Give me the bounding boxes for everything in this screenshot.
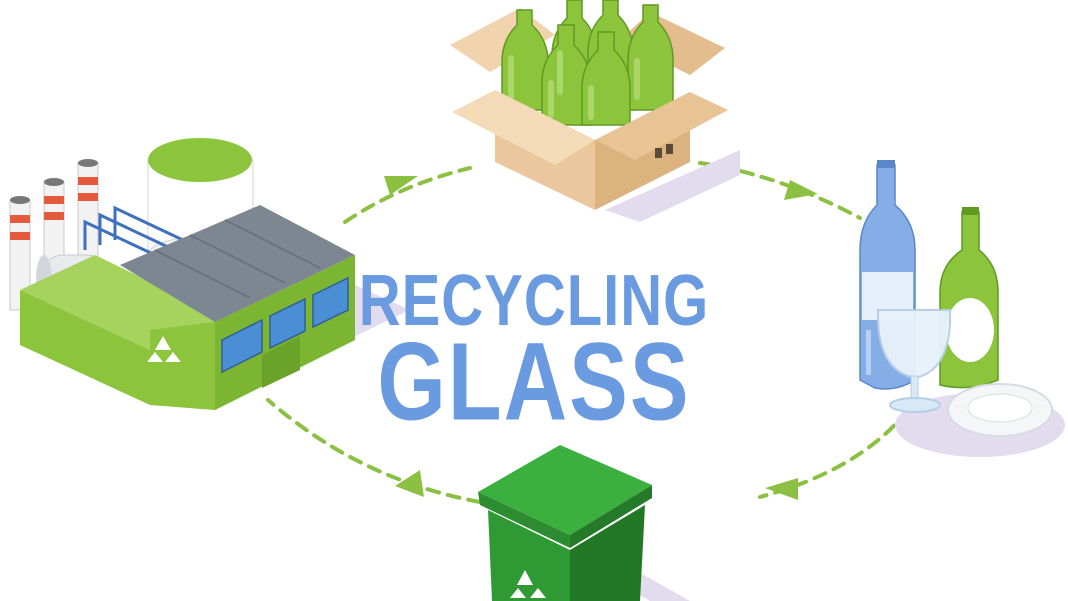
recycling-factory-icon	[9, 138, 410, 410]
bin-lid-front	[478, 492, 570, 548]
arrow-head-2	[784, 180, 818, 200]
white-plate	[947, 383, 1053, 437]
arrow-head-1	[384, 176, 418, 195]
green-bottles	[501, 0, 674, 126]
box-shadow	[605, 150, 740, 222]
title-recycling: RECYCLING	[358, 260, 710, 342]
green-bottle	[939, 207, 999, 389]
factory-base-top	[20, 255, 225, 350]
arrow-head-4	[395, 470, 424, 497]
fragile-symbols	[655, 144, 673, 158]
wine-glass	[876, 309, 952, 413]
bin-lid-top	[478, 445, 652, 535]
arrow-factory-to-box	[343, 166, 472, 224]
bin-body-front	[488, 510, 570, 601]
title-glass: GLASS	[377, 319, 691, 444]
factory-base-left	[20, 290, 150, 405]
box-front-flap-left	[452, 90, 595, 165]
factory-door	[262, 336, 300, 388]
cardboard-box-with-bottles-icon	[450, 0, 740, 222]
green-recycling-bin-icon	[478, 445, 690, 601]
bin-body-side	[570, 505, 645, 601]
roof-ridges	[154, 219, 321, 299]
box-front-flap-right	[595, 92, 728, 160]
bin-lid-side	[570, 485, 652, 548]
arrow-bin-to-factory	[266, 398, 482, 504]
factory-recycle-sign-icon	[147, 336, 181, 362]
arrow-heads	[384, 176, 818, 500]
factory-windows	[221, 276, 349, 374]
glass-bottles-and-tableware-icon	[859, 160, 1065, 457]
arrow-head-3	[765, 478, 798, 500]
recycle-symbol-icon	[510, 570, 546, 598]
factory-roof	[120, 205, 355, 322]
